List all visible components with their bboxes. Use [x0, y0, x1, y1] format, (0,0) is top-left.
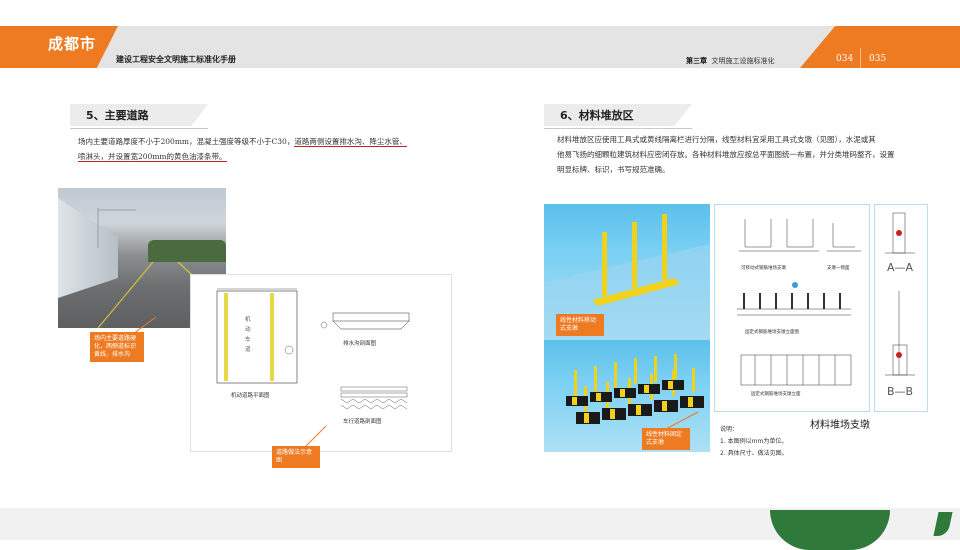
header-bar: [0, 26, 960, 68]
leaf-decoration: [770, 510, 890, 550]
chapter-number: 第三章: [686, 57, 707, 65]
manual-title: 建设工程安全文明施工标准化手册: [116, 54, 236, 64]
road-plan-text: 机动车道: [245, 317, 251, 353]
tree-line: [148, 240, 226, 262]
elevation-caption: 支墩一侧面: [827, 266, 850, 271]
section-title: 6、材料堆放区: [560, 109, 634, 122]
chapter-title: 文明施工设施标准化: [711, 57, 775, 65]
note-1: 1. 本图例以mm为单位。: [720, 438, 788, 445]
road-drawing: 机动车道 机动道路平面图 排水沟剖面图 车行道路剖面图: [190, 274, 452, 452]
section-bb-label: B—B: [887, 385, 914, 398]
section-header-main-road: 5、主要道路: [70, 104, 208, 129]
fixed-support-callout-arrow: [663, 411, 699, 431]
road-plan-svg: [216, 288, 410, 410]
movable-plan-caption: 可移动式钢筋堆场支墩: [741, 266, 786, 271]
drainage-caption: 排水沟剖面图: [343, 341, 377, 347]
fixed-plan-caption: 固定式钢筋堆场支墩立面图: [745, 330, 799, 335]
section-title: 5、主要道路: [86, 109, 149, 122]
header-accent-left: [0, 26, 118, 68]
section-header-material-yard: 6、材料堆放区: [544, 104, 692, 129]
chapter-label: 第三章 文明施工设施标准化: [686, 56, 774, 66]
section-drawings-svg: [885, 212, 915, 376]
fixed-elevation-caption: 固定式钢筋堆场支墩立面: [751, 392, 801, 397]
section-drawings: A—A B—B: [874, 204, 928, 412]
support-drawings-svg: [737, 219, 861, 386]
fixed-support-label: 线性材料固定式支墩: [642, 428, 690, 450]
note-2: 2. 具体尺寸、做法见图。: [720, 450, 788, 457]
support-drawing-title: 材料堆场支墩: [810, 420, 870, 431]
material-yard-description: 材料堆放区应使用工具式或黄线隔离栏进行分隔，线型材料宜采用工具式支墩（见图），水…: [557, 135, 895, 174]
page-number-right: 035: [869, 54, 887, 64]
notes-title: 说明：: [720, 426, 739, 433]
movable-support-label: 线性材料移动式支墩: [556, 314, 604, 336]
road-photo-label: 场内主要道路硬化，两侧道标识黄线，排水沟: [90, 332, 144, 362]
support-drawings: 可移动式钢筋堆场支墩 支墩一侧面 固定式钢筋堆场支墩立面图 固定式钢筋堆场支墩立…: [714, 204, 870, 412]
road-section-caption: 车行道路剖面图: [343, 419, 382, 425]
section-aa-label: A—A: [887, 261, 914, 274]
page-number-left: 034: [836, 54, 854, 64]
fixed-support-svg: [566, 354, 704, 424]
road-drawing-label: 道路做法示意图: [272, 446, 320, 468]
road-description: 场内主要道路厚度不小于200mm，混凝土强度等级不小于C30，道路两侧设置排水沟…: [78, 137, 407, 162]
road-plan-caption: 机动道路平面图: [231, 393, 270, 399]
city-logo: 成都市: [48, 35, 97, 53]
page-number-divider: [860, 48, 861, 68]
